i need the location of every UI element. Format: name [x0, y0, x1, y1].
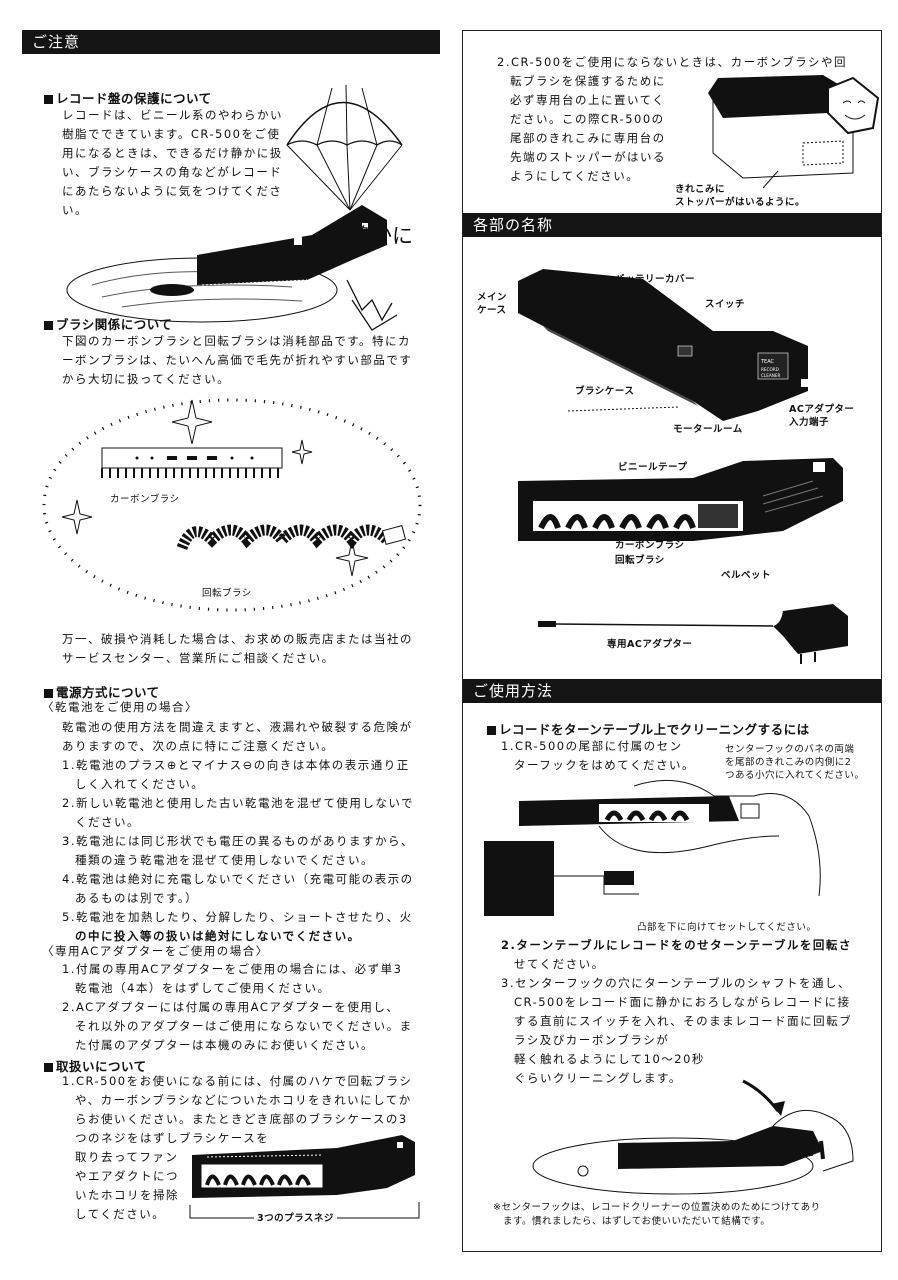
label-vinyl-tape: ビニールテープ — [618, 462, 688, 473]
text-battery: 乾電池の使用方法を間違えますと、液漏れや破裂する危険がありますので、次の点に特に… — [62, 720, 414, 943]
note-convex-down: 凸部を下に向けてセットしてください。 — [637, 922, 817, 933]
cleaner-parts-diagram: TEAC RECORD CLEANER — [518, 269, 809, 421]
parachute-cleaner-illustration — [66, 84, 403, 331]
cleaning-on-turntable-illustration — [532, 1079, 854, 1195]
section-bar-usage: ご使用方法 — [463, 679, 881, 703]
text-ac-adapter: 1.付属の専用ACアダプターをご使用の場合には、必ず単3 乾電池（4本）をはずし… — [62, 962, 413, 1052]
label-stand-notch: きれこみにストッパーがはいるように。 — [675, 184, 806, 208]
label-three-screws: 3つのプラスネジ — [254, 1210, 337, 1224]
label-rotary-brush: 回転ブラシ — [202, 588, 252, 599]
text-storage: 2.CR-500をご使用にならないときは、カーボンブラシや回 転ブラシを保護する… — [497, 55, 848, 183]
label-motor-room: モータールーム — [673, 424, 743, 435]
text-record-protection: レコードは、ビニール系のやわらかい樹脂でできています。CR-500をご使用になる… — [62, 108, 283, 217]
label-switch: スイッチ — [705, 299, 746, 310]
hook-attach-illustration — [484, 779, 821, 916]
brush-case-screws-illustration — [189, 1135, 420, 1219]
section-bar-usage-wrap: ご使用方法 — [463, 679, 881, 703]
section-bar-parts-wrap: 各部の名称 — [463, 213, 881, 237]
label-carbon-brush: カーボンブラシ — [110, 494, 180, 505]
heading-record-protection: レコード盤の保護について — [44, 88, 212, 107]
right-column: 2.CR-500をご使用にならないときは、カーボンブラシや回 転ブラシを保護する… — [462, 30, 882, 1252]
stand-illustration — [708, 75, 880, 189]
label-ac-adapter: 専用ACアダプター — [607, 639, 693, 650]
label-velvet: ベルベット — [721, 570, 772, 581]
heading-power: 電源方式について — [44, 682, 160, 701]
section-bar-parts: 各部の名称 — [463, 213, 881, 237]
device-model-text-1: RECORD — [761, 367, 779, 372]
label-battery-cover: バッテリーカバー — [615, 274, 696, 285]
sub-battery: 〈乾電池をご使用の場合〉 — [42, 700, 198, 714]
label-main-case: メインケース — [477, 292, 508, 316]
section-bar-caution: ご注意 — [22, 30, 440, 54]
label-ac-jack: ACアダプター入力端子 — [789, 404, 855, 428]
device-model-text-2: CLEANER — [761, 373, 781, 378]
sub-ac-adapter: 〈専用ACアダプターをご使用の場合〉 — [42, 944, 269, 958]
handwritten-gently: 静かに — [350, 224, 413, 248]
left-column: ご注意 レコード盤の保護について レコードは、ビニール系のやわらかい樹脂でできて… — [22, 30, 440, 1255]
cleaner-bottom-diagram — [518, 458, 843, 541]
footnote-center-hook: ※センターフックは、レコードクリーナーの位置決めのためにつけてあり ます。慣れま… — [493, 1202, 821, 1227]
text-brushes: 下図のカーボンブラシと回転ブラシは消耗部品です。特にカーボンブラシは、たいへん高… — [62, 334, 413, 386]
brushes-illustration — [42, 398, 422, 612]
device-brand-text: TEAC — [760, 359, 775, 365]
heading-brushes: ブラシ関係について — [44, 314, 172, 333]
text-brush-damage: 万一、破損や消耗した場合は、お求めの販売店または当社のサービスセンター、営業所に… — [62, 632, 413, 665]
label-brush-case: ブラシケース — [575, 386, 635, 397]
ac-adapter-illustration — [538, 604, 848, 664]
text-step1: 1.CR-500の尾部に付属のセン ターフックをはめてください。 — [501, 739, 695, 772]
text-steps: 2.ターンテーブルにレコードをのせターンテーブルを回転さ せてください。3.セン… — [501, 938, 853, 1085]
label-rotary-brush-part: 回転ブラシ — [615, 555, 665, 566]
heading-cleaning: レコードをターンテーブル上でクリーニングするには — [487, 719, 810, 738]
label-carbon-brush-part: カーボンブラシ — [615, 540, 685, 551]
heading-handling: 取扱いについて — [44, 1056, 147, 1075]
text-handling: 1.CR-500をお使いになる前には、付属のハケで回転ブラシ や、カーボンブラシ… — [62, 1074, 413, 1221]
